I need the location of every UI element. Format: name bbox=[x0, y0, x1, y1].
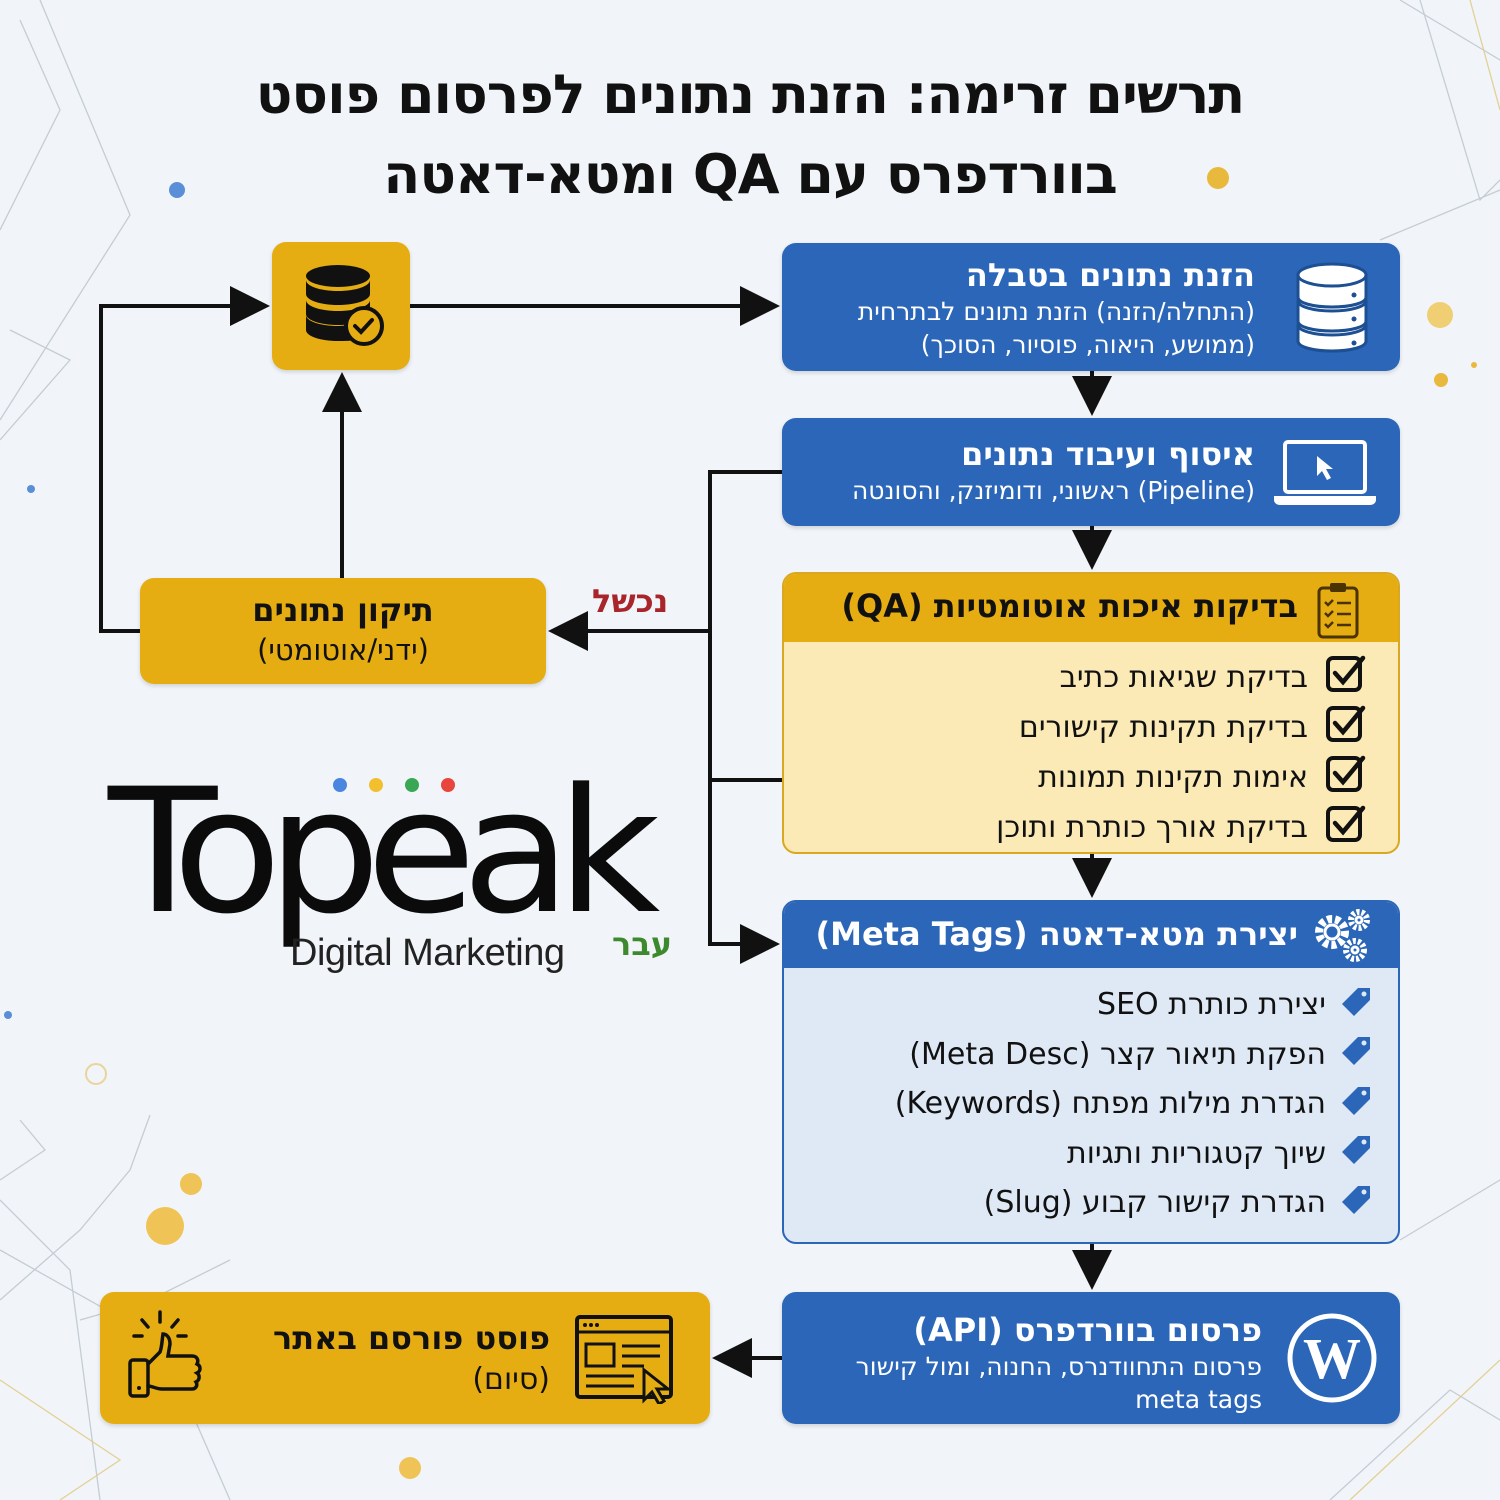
database-node[interactable] bbox=[272, 242, 410, 370]
edge-label-fail: נכשל bbox=[592, 582, 669, 620]
node-subtext: (ידני/אוטומטי) bbox=[257, 633, 429, 667]
tag-icon bbox=[1340, 1132, 1374, 1174]
qa-check-label: בדיקת תקינות קישורים bbox=[1018, 709, 1308, 745]
thumbs-up-icon bbox=[126, 1308, 216, 1408]
qa-check-item: בדיקת תקינות קישורים bbox=[996, 702, 1366, 752]
title-line-1: תרשים זרימה: הזנת נתונים לפרסום פוסט bbox=[255, 63, 1246, 126]
meta-tags-node[interactable]: יצירת מטא-דאטה (Meta Tags) יצירת כותרת S… bbox=[782, 900, 1400, 1244]
gears-icon bbox=[1310, 906, 1376, 970]
logo-dot-blue bbox=[333, 778, 347, 792]
checkbox-checked-icon bbox=[1326, 804, 1366, 850]
meta-item: הגדרת קישור קבוע (Slug) bbox=[895, 1178, 1374, 1228]
node-subtext: (Pipeline) ראשוני, ודומיזנק, והסונטה bbox=[851, 476, 1255, 505]
edge-label-pass: עבר bbox=[612, 925, 673, 963]
meta-item: הגדרת מילות מפתח (Keywords) bbox=[895, 1079, 1374, 1129]
checkbox-checked-icon bbox=[1326, 754, 1366, 800]
node-subtext: meta tags bbox=[1135, 1385, 1262, 1414]
meta-item-label: שיוך קטגוריות ותגיות bbox=[1067, 1135, 1326, 1171]
logo-dot-green bbox=[405, 778, 419, 792]
logo-wordmark: Topeak bbox=[108, 751, 660, 952]
node-subtext: (התחלה/הזנה) הזנת נתונים לבתרחית bbox=[857, 297, 1255, 326]
node-heading: פרסום בוורדפרס (API) bbox=[913, 1311, 1262, 1349]
tag-icon bbox=[1340, 1083, 1374, 1125]
title-line-2: בוורדפרס עם QA ומטא-דאטה bbox=[383, 143, 1118, 206]
logo-dot-red bbox=[441, 778, 455, 792]
wordpress-publish-node[interactable]: W פרסום בוורדפרס (API) פרסום התחוודנרס, … bbox=[782, 1292, 1400, 1424]
meta-list: יצירת כותרת SEO הפקת תיאור קצר (Meta Des… bbox=[895, 980, 1374, 1228]
checkbox-checked-icon bbox=[1326, 704, 1366, 750]
qa-check-label: בדיקת אורך כותרת ותוכן bbox=[996, 809, 1308, 845]
node-subtext: (ממושע, היאוה, פוסיור, הסוכך) bbox=[920, 330, 1255, 359]
meta-item: שיוך קטגוריות ותגיות bbox=[895, 1129, 1374, 1179]
database-icon bbox=[1294, 261, 1370, 357]
qa-check-item: בדיקת שגיאות כתיב bbox=[996, 652, 1366, 702]
meta-item: יצירת כותרת SEO bbox=[895, 980, 1374, 1030]
meta-item-label: הגדרת קישור קבוע (Slug) bbox=[983, 1185, 1326, 1221]
checkbox-checked-icon bbox=[1326, 654, 1366, 700]
qa-check-item: בדיקת אורך כותרת ותוכן bbox=[996, 802, 1366, 852]
meta-header: יצירת מטא-דאטה (Meta Tags) bbox=[784, 902, 1398, 968]
wordpress-icon: W bbox=[1286, 1312, 1378, 1408]
qa-check-label: בדיקת שגיאות כתיב bbox=[1059, 659, 1308, 695]
database-check-icon bbox=[300, 262, 386, 352]
topeak-logo: Topeak Digital Marketing bbox=[108, 766, 660, 978]
meta-item-label: הפקת תיאור קצר (Meta Desc) bbox=[909, 1036, 1326, 1072]
tag-icon bbox=[1340, 984, 1374, 1026]
tag-icon bbox=[1340, 1033, 1374, 1075]
post-published-node[interactable]: פוסט פורסם באתר (סיום) bbox=[100, 1292, 710, 1424]
logo-dots bbox=[333, 778, 455, 792]
node-subtext: פרסום התחוודנרס, החנוה, ומול קישור bbox=[855, 1352, 1262, 1381]
logo-dot-yellow bbox=[369, 778, 383, 792]
logo-tagline: Digital Marketing bbox=[290, 932, 565, 974]
data-input-node[interactable]: הזנת נתונים בטבלה (התחלה/הזנה) הזנת נתונ… bbox=[782, 243, 1400, 371]
svg-text:W: W bbox=[1303, 1326, 1361, 1391]
browser-cursor-icon bbox=[574, 1314, 678, 1408]
node-heading: יצירת מטא-דאטה (Meta Tags) bbox=[815, 915, 1298, 953]
meta-item: הפקת תיאור קצר (Meta Desc) bbox=[895, 1030, 1374, 1080]
laptop-cursor-icon bbox=[1272, 438, 1378, 512]
meta-item-label: הגדרת מילות מפתח (Keywords) bbox=[894, 1086, 1326, 1122]
qa-header: בדיקות איכות אוטומטיות (QA) bbox=[784, 574, 1398, 642]
clipboard-checklist-icon bbox=[1316, 580, 1360, 644]
tag-icon bbox=[1340, 1182, 1374, 1224]
node-heading: איסוף ועיבוד נתונים bbox=[961, 435, 1255, 473]
collect-process-node[interactable]: איסוף ועיבוד נתונים (Pipeline) ראשוני, ו… bbox=[782, 418, 1400, 526]
qa-check-label: אימות תקינות תמונות bbox=[1038, 759, 1308, 795]
node-heading: תיקון נתונים bbox=[252, 591, 434, 629]
qa-check-item: אימות תקינות תמונות bbox=[996, 752, 1366, 802]
fix-data-node[interactable]: תיקון נתונים (ידני/אוטומטי) bbox=[140, 578, 546, 684]
node-subtext: (סיום) bbox=[472, 1362, 550, 1397]
node-heading: הזנת נתונים בטבלה bbox=[965, 256, 1255, 294]
qa-checklist: בדיקת שגיאות כתיב בדיקת תקינות קישורים א… bbox=[996, 652, 1366, 852]
meta-item-label: יצירת כותרת SEO bbox=[1097, 987, 1326, 1023]
node-heading: בדיקות איכות אוטומטיות (QA) bbox=[841, 587, 1298, 625]
page-title: תרשים זרימה: הזנת נתונים לפרסום פוסט בוו… bbox=[100, 55, 1400, 215]
node-heading: פוסט פורסם באתר bbox=[272, 1319, 550, 1357]
qa-checks-node[interactable]: בדיקות איכות אוטומטיות (QA) בדיקת שגיאות… bbox=[782, 572, 1400, 854]
